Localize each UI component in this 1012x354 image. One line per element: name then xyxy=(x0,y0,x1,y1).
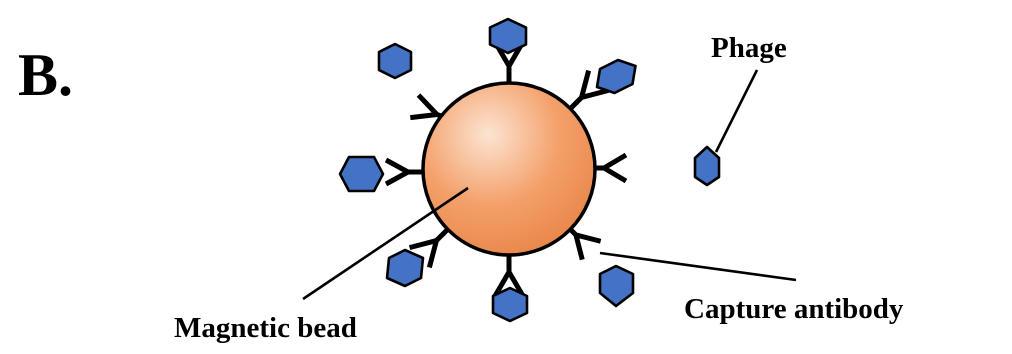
phage-leader-line xyxy=(716,70,757,152)
phage-bound xyxy=(493,288,527,321)
phage-bound xyxy=(597,60,636,93)
phage-free xyxy=(695,147,719,185)
phage-bound xyxy=(387,250,423,286)
magnetic-bead-leader-line xyxy=(303,188,468,299)
magnetic-bead-label: Magnetic bead xyxy=(174,312,357,344)
phage-bound xyxy=(490,19,526,53)
phage-free xyxy=(600,266,633,306)
phage-free xyxy=(379,44,411,78)
magnetic-bead xyxy=(423,83,595,255)
capture-antibody-label: Capture antibody xyxy=(684,293,904,325)
phage-bound xyxy=(340,157,383,191)
panel-label: B. xyxy=(18,42,73,108)
phage-label: Phage xyxy=(711,32,787,64)
